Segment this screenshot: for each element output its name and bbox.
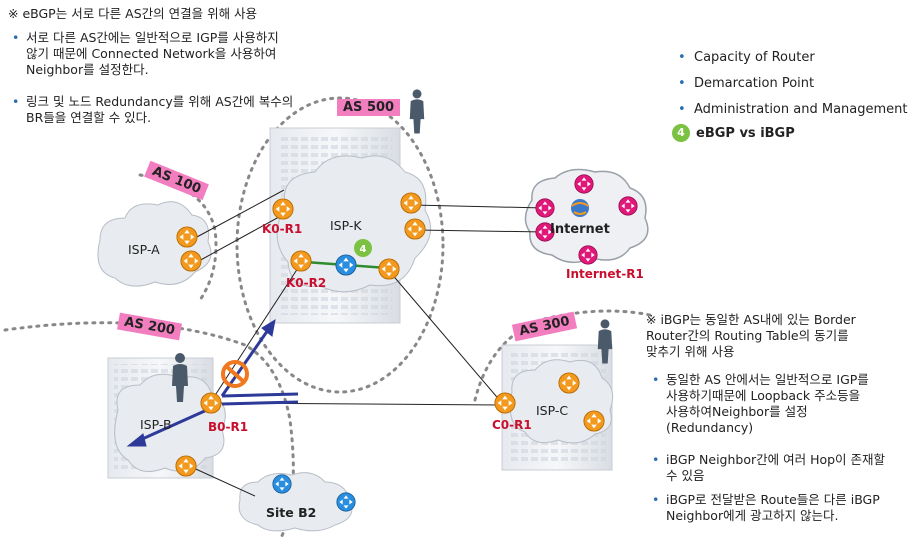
as500-boundary	[235, 96, 445, 394]
k0-r1-label: K0-R1	[262, 222, 303, 236]
internet-label: Internet	[550, 222, 610, 237]
internet-router-right	[618, 196, 638, 216]
menu-item-administration[interactable]: Administration and Management	[672, 102, 907, 118]
k0-r2-label: K0-R2	[286, 276, 327, 290]
isp-b-label: ISP-B	[140, 417, 172, 432]
ebgp-bullet-2: 링크 및 노드 Redundancy를 위해 AS간에 복수의 BR들을 연결할…	[12, 94, 293, 126]
menu-item-demarcation[interactable]: Demarcation Point	[672, 76, 814, 92]
isp-c-router-top	[558, 372, 580, 394]
isp-c-label: ISP-C	[536, 403, 569, 418]
b0-r1-router	[200, 392, 222, 414]
internet-cloud	[524, 168, 649, 264]
internet-r1-router	[578, 245, 598, 265]
ibgp-bullet-2: iBGP Neighbor간에 여러 Hop이 존재할 수 있음	[652, 452, 885, 484]
as500-label: AS 500	[337, 99, 401, 116]
menu-item-capacity[interactable]: Capacity of Router	[672, 50, 815, 66]
isp-k-router-top	[400, 192, 422, 214]
ebgp-bullet-1: 서로 다른 AS간에는 일반적으로 IGP를 사용하지 않기 때문에 Conne…	[12, 30, 279, 78]
isp-k-core-router	[335, 254, 357, 276]
k0-r1-router	[272, 198, 294, 220]
isp-c-router-bottom	[583, 410, 605, 432]
svg-text:4: 4	[360, 244, 367, 255]
k0-r2-router	[290, 250, 312, 272]
isp-k-router-bottom	[378, 258, 400, 280]
site-b2-label: Site B2	[266, 505, 317, 520]
ibgp-bullet-3: iBGP로 전달받은 Route들은 다른 iBGP Neighbor에게 광고…	[652, 492, 880, 524]
globe-icon	[571, 199, 589, 217]
c0-r1-label: C0-R1	[492, 418, 532, 432]
active-menu-label: eBGP vs iBGP	[696, 125, 795, 141]
internet-r1-label: Internet-R1	[566, 267, 644, 281]
isp-b-router-lower	[175, 455, 197, 477]
site-b2-router-right	[336, 492, 356, 512]
isp-k-router-right	[404, 218, 426, 240]
isp-k-label: ISP-K	[330, 218, 362, 233]
prohibited-icon	[221, 360, 249, 388]
isp-k-cloud	[276, 155, 432, 293]
isp-a-label: ISP-A	[128, 242, 160, 257]
ibgp-heading: ※ iBGP는 동일한 AS내에 있는 Border Router간의 Rout…	[646, 312, 856, 359]
ibgp-bullet-1: 동일한 AS 안에서는 일반적으로 IGP를 사용하기때문에 Loopback …	[652, 372, 869, 436]
isp-a-router-1	[176, 226, 198, 248]
menu-item-ebgp-vs-ibgp[interactable]: 4 eBGP vs iBGP	[672, 124, 795, 142]
ebgp-badge-icon: 4	[354, 239, 372, 257]
c0-r1-router	[494, 392, 516, 414]
number-badge-icon: 4	[672, 124, 690, 142]
ebgp-heading: ※ eBGP는 서로 다른 AS간의 연결을 위해 사용	[8, 6, 258, 21]
site-b2-router-left	[272, 474, 292, 494]
internet-router-left-top	[535, 198, 555, 218]
isp-a-router-2	[180, 250, 202, 272]
internet-router-top	[574, 174, 594, 194]
b0-r1-label: B0-R1	[208, 420, 249, 434]
isp-k-admin-person	[409, 89, 425, 134]
site-b2-cloud	[238, 472, 353, 532]
isp-b-cloud	[114, 373, 226, 473]
